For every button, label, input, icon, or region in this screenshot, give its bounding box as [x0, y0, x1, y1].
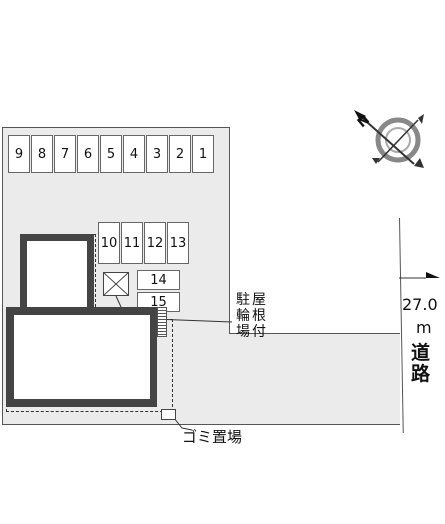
stairs [157, 307, 167, 337]
garbage-label: ゴミ置場 [182, 428, 243, 446]
road-width: 27.0 [402, 295, 438, 314]
parking-slot: 5 [100, 135, 122, 173]
label-char: 根 [252, 308, 266, 324]
parking-row-top: 9 8 7 6 5 4 3 2 1 [8, 135, 215, 173]
bicycle-parking [103, 272, 129, 296]
label-char: 付 [252, 324, 266, 340]
parking-slot: 8 [31, 135, 53, 173]
building-lower-inner [14, 315, 150, 399]
road-unit: m [416, 318, 432, 337]
parking-slot: 2 [169, 135, 191, 173]
parking-slot: 9 [8, 135, 30, 173]
road-label-char: 道 [411, 342, 431, 364]
parking-slot: 11 [121, 222, 143, 264]
parking-slot: 13 [167, 222, 189, 264]
parking-slot: 1 [192, 135, 214, 173]
parking-row-middle: 10 11 12 13 [98, 222, 190, 264]
label-char: 屋 [252, 292, 266, 308]
cross-box-icon [103, 272, 129, 296]
bicycle-parking-label-col2: 屋 根 付 [252, 292, 266, 340]
compass-icon: N [354, 110, 424, 168]
parking-slot: 12 [144, 222, 166, 264]
label-char: 場 [236, 324, 250, 340]
parking-slot: 14 [137, 270, 180, 290]
parking-slot: 6 [77, 135, 99, 173]
lot-boundary [229, 333, 400, 334]
parking-slot: 3 [146, 135, 168, 173]
label-char: 輪 [236, 308, 250, 324]
parking-slot: 4 [123, 135, 145, 173]
bicycle-parking-label-col1: 駐 輪 場 [236, 292, 250, 340]
label-char: 駐 [236, 292, 250, 308]
parking-slot: 7 [54, 135, 76, 173]
site-lot-extension [229, 333, 400, 425]
road-arrow-icon [399, 272, 440, 279]
garbage-area [161, 409, 176, 420]
parking-slot: 10 [98, 222, 120, 264]
building-upper-inner [27, 241, 87, 320]
road-label-char: 路 [411, 363, 431, 385]
